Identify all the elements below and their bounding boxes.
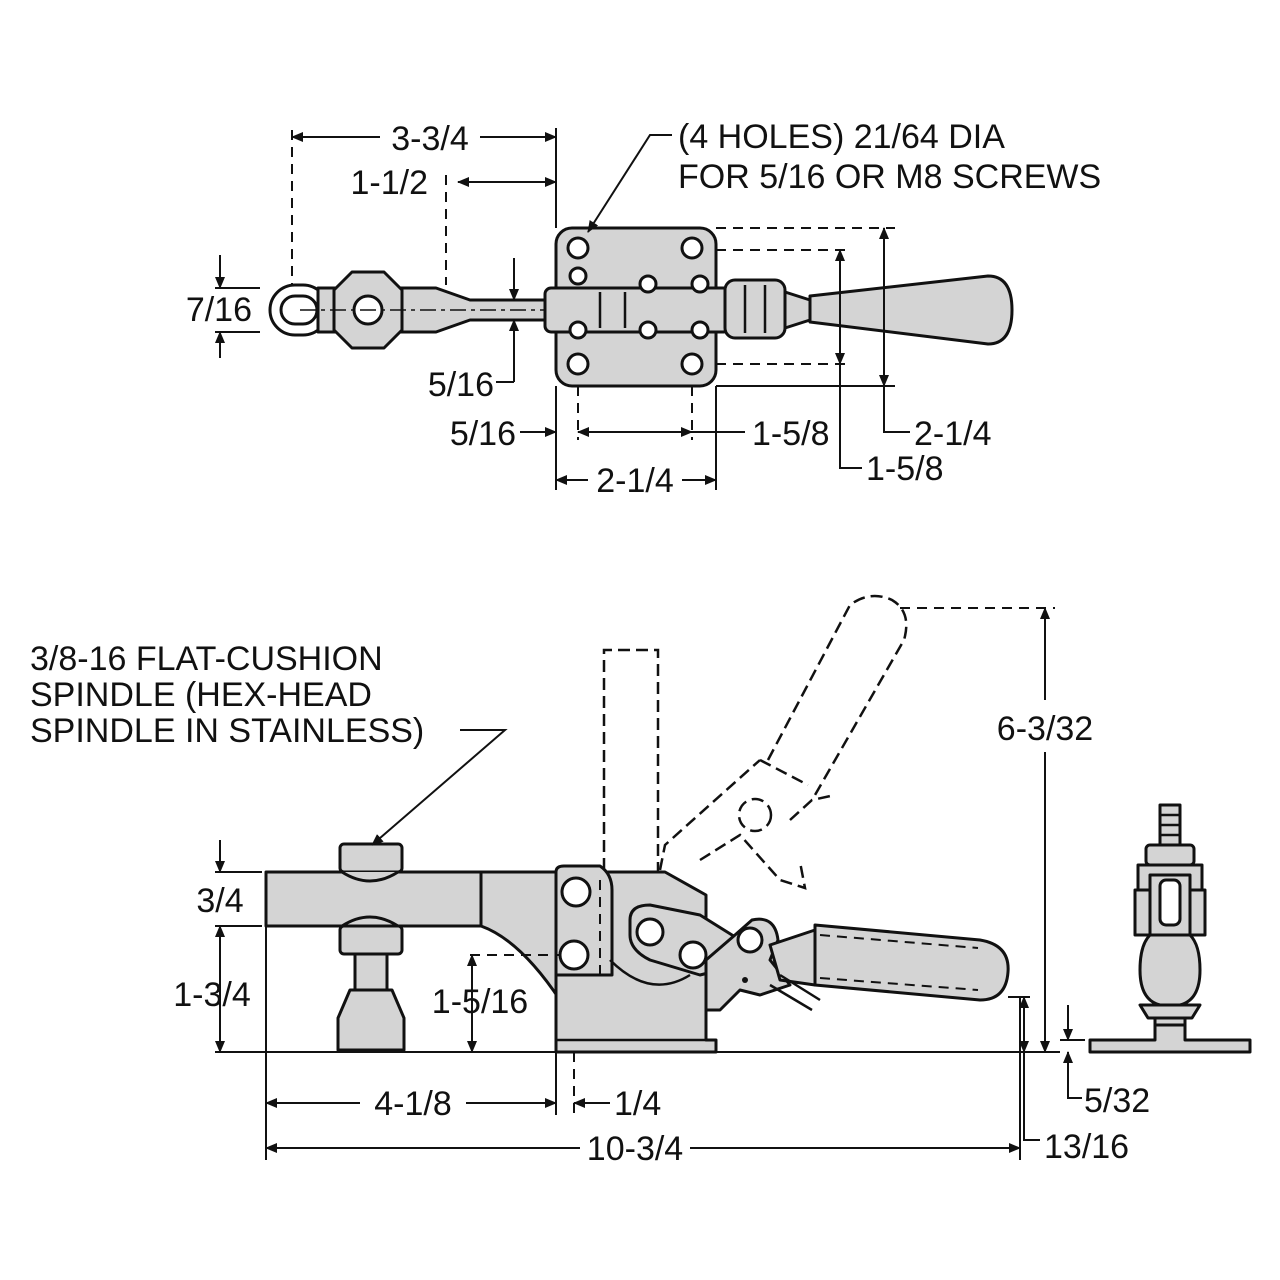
pivot-pin (560, 876, 592, 908)
dim-handle-height: 13/16 (1044, 1128, 1129, 1166)
dim-hole-spacing-y: 1-5/8 (866, 450, 944, 488)
note-spindle-line2: SPINDLE (HEX-HEAD (30, 676, 372, 714)
dim-base-thickness: 5/32 (1084, 1082, 1150, 1120)
note-spindle-line1: 3/8-16 FLAT-CUSHION (30, 640, 383, 678)
spindle-nut-bottom (338, 924, 404, 956)
end-view (1088, 803, 1252, 1054)
dim-hole-spacing-x: 1-5/8 (752, 415, 830, 453)
mounting-hole (680, 352, 704, 376)
dim-offset: 1/4 (614, 1085, 661, 1123)
spindle-nut-top (338, 842, 404, 874)
mounting-hole (566, 352, 590, 376)
dim-bar-height: 1-3/4 (173, 976, 251, 1014)
dim-to-pivot: 1-1/2 (351, 164, 429, 202)
dim-spindle-width: 7/16 (186, 291, 252, 329)
phantom-arm-vertical (602, 648, 660, 875)
dim-reach: 4-1/8 (374, 1085, 452, 1123)
note-spindle-line3: SPINDLE IN STAINLESS) (30, 712, 424, 750)
pivot-pin (558, 939, 590, 971)
dim-base-width: 2-1/4 (914, 415, 992, 453)
note-holes-line2: FOR 5/16 OR M8 SCREWS (678, 158, 1101, 196)
handle-grip-top (808, 274, 1014, 346)
mounting-hole (566, 236, 590, 260)
phantom-handle (766, 594, 908, 796)
dim-open-height: 6-3/32 (997, 710, 1093, 748)
spindle-cushion (336, 988, 406, 1052)
top-view: 3-3/4 1-1/2 7/16 5/16 5/16 1-5/8 2-1/4 1… (186, 118, 1101, 500)
dim-bar-width: 5/16 (428, 366, 494, 404)
side-view: 3/4 1-3/4 1-5/16 4-1/8 1/4 10-3/4 13/16 … (30, 594, 1252, 1168)
dim-overall-to-base: 3-3/4 (391, 120, 469, 158)
dim-hole-edge: 5/16 (450, 415, 516, 453)
dim-overall-length: 10-3/4 (587, 1130, 683, 1168)
dim-bar-thickness: 3/4 (196, 882, 243, 920)
end-view-base (1088, 1023, 1252, 1054)
dim-base-length: 2-1/4 (596, 462, 674, 500)
mounting-hole (680, 236, 704, 260)
dim-pivot-height: 1-5/16 (432, 983, 528, 1021)
note-holes-line1: (4 HOLES) 21/64 DIA (678, 118, 1005, 156)
spindle-shaft (353, 952, 389, 992)
